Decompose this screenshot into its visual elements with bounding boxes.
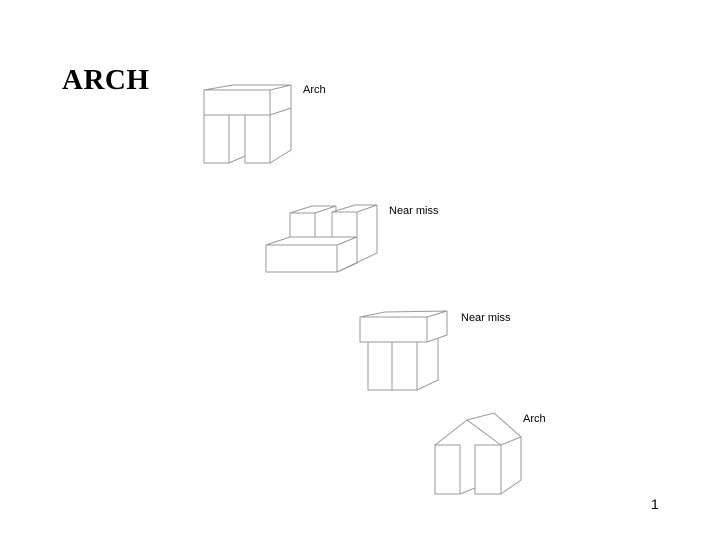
left-block-front [289, 212, 316, 238]
example-label-1: Arch [303, 84, 326, 96]
roof-front-face [434, 419, 502, 446]
base-slab-top [265, 236, 358, 246]
lintel-top-face [203, 84, 292, 91]
arch-example-1 [203, 84, 292, 164]
right-leg-side [500, 437, 522, 495]
slide-title: ARCH [62, 64, 150, 96]
lintel-side-face [426, 311, 448, 343]
left-block-top [289, 205, 337, 214]
left-leg-side [228, 155, 246, 164]
right-block-side [336, 205, 378, 273]
roof-side-face [466, 412, 522, 446]
right-leg-side [416, 338, 439, 391]
example-label-2: Near miss [389, 205, 439, 217]
lintel-front-face [203, 89, 271, 116]
right-leg-side [269, 108, 292, 164]
left-leg-side [459, 487, 476, 495]
lintel-top-face [359, 310, 448, 318]
right-block-front [331, 211, 358, 238]
right-leg [244, 114, 271, 164]
example-label-4: Arch [523, 413, 546, 425]
left-leg [203, 114, 230, 164]
example-label-3: Near miss [461, 312, 511, 324]
right-leg [474, 444, 502, 495]
right-block-top [331, 204, 378, 213]
lintel-front-face [359, 316, 428, 343]
left-leg [434, 444, 461, 495]
page-number: 1 [651, 496, 659, 512]
near-miss-example-1 [265, 204, 378, 273]
near-miss-example-2 [359, 310, 448, 391]
base-slab-front [265, 244, 338, 273]
left-leg [367, 341, 393, 391]
right-leg [391, 341, 418, 391]
arch-example-2 [434, 412, 522, 495]
